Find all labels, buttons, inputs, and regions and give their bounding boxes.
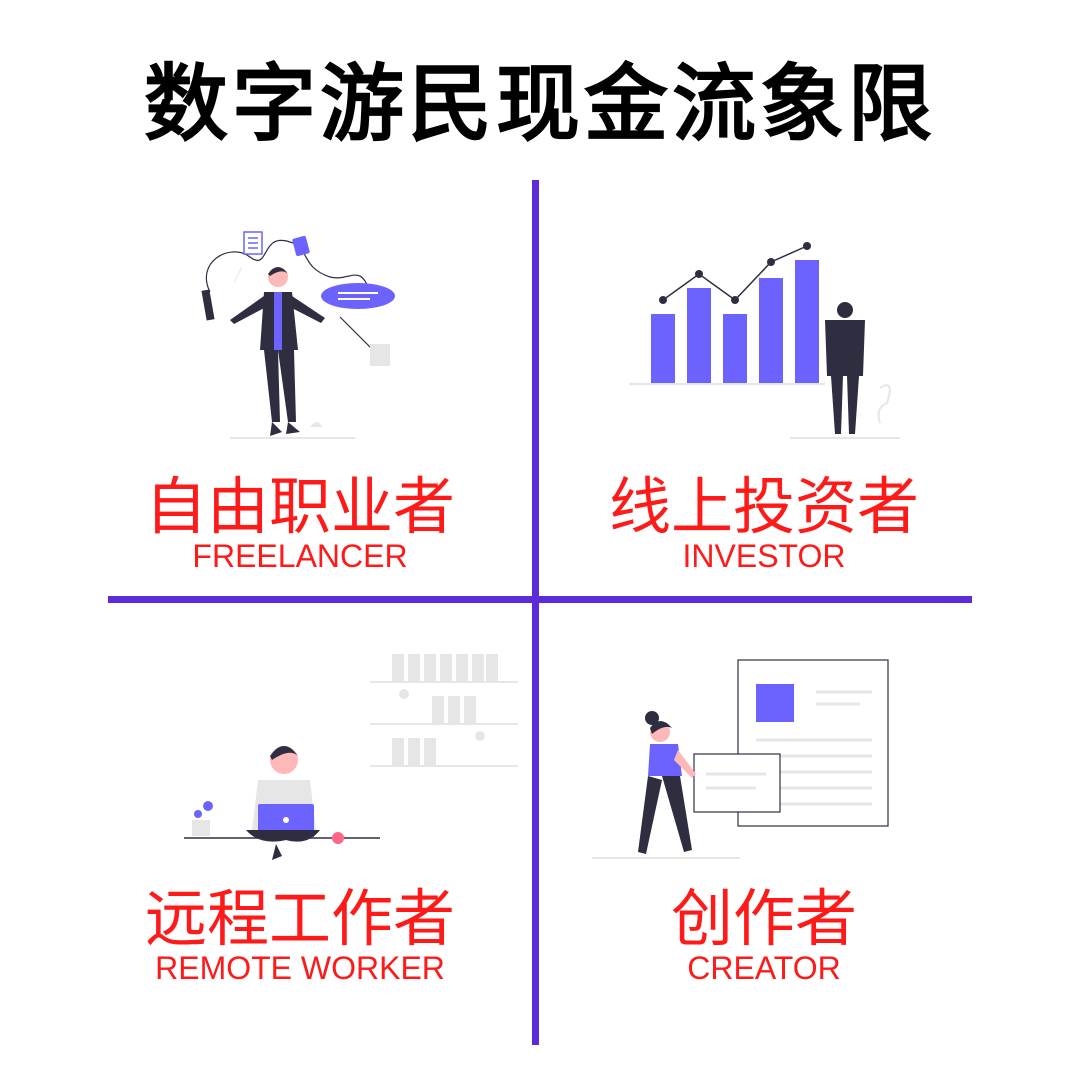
document-person-icon [592, 659, 889, 859]
laptop-person-icon [184, 654, 518, 860]
label-investor-cn: 线上投资者 [608, 470, 919, 543]
label-investor-en: INVESTOR [682, 538, 846, 574]
vertical-divider [532, 180, 539, 1045]
bar-chart-person-icon [629, 242, 900, 439]
juggling-person-icon [201, 231, 395, 439]
label-remote-worker-cn: 远程工作者 [144, 882, 455, 955]
label-freelancer-en: FREELANCER [192, 538, 408, 574]
label-remote-worker-en: REMOTE WORKER [155, 950, 445, 986]
label-freelancer-cn: 自由职业者 [144, 470, 455, 543]
label-creator-cn: 创作者 [670, 882, 857, 955]
horizontal-divider [108, 596, 972, 603]
label-creator-en: CREATOR [687, 950, 841, 986]
page-title: 数字游民现金流象限 [143, 55, 936, 153]
